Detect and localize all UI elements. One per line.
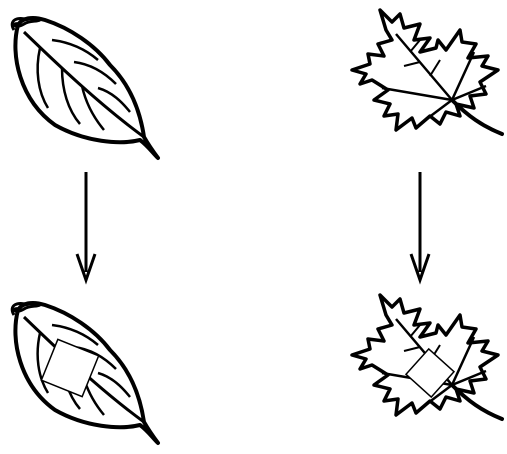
maple-leaf-icon bbox=[352, 295, 502, 419]
oval-leaf-icon bbox=[12, 303, 158, 443]
maple-leaf-icon bbox=[352, 10, 502, 134]
arrow-down-icon bbox=[411, 172, 429, 280]
arrow-down-icon bbox=[77, 172, 95, 280]
oval-leaf-icon bbox=[12, 18, 158, 158]
